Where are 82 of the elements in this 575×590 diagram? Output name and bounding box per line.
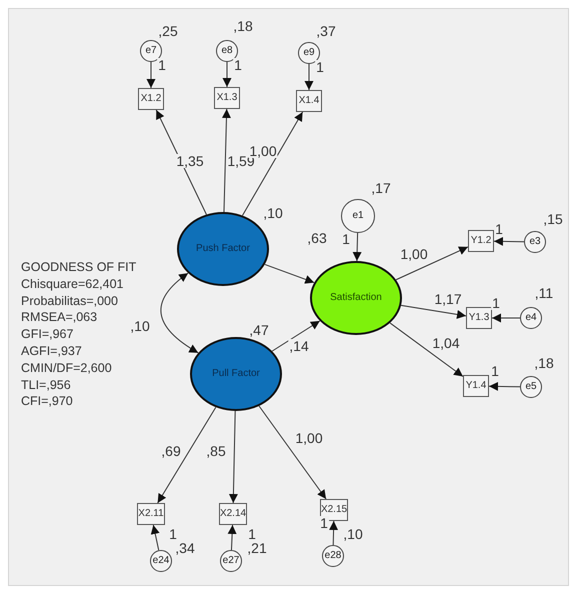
arrow (390, 322, 464, 377)
error-circle: e7 (140, 40, 162, 62)
arrow (400, 304, 466, 319)
edge-label: ,14 (288, 339, 310, 353)
arrow (258, 406, 327, 500)
arrow (329, 520, 338, 546)
edge-label: 1,35 (175, 154, 205, 168)
arrow (396, 246, 468, 280)
edge-label: ,69 (160, 444, 182, 458)
variance-value: ,47 (249, 323, 269, 337)
edge-label: 1 (157, 58, 167, 72)
error-circle: e5 (520, 376, 542, 398)
edge-label: 1 (341, 232, 351, 246)
arrow (157, 406, 216, 504)
edge-label: 1,00 (248, 144, 278, 158)
fit-statistic: GOODNESS OF FIT (21, 259, 136, 276)
arrow (494, 236, 524, 246)
variance-value: ,10 (343, 527, 363, 541)
edge-label: 1 (247, 527, 257, 541)
variance-value: ,21 (247, 541, 267, 555)
fit-statistic: AGFI=,937 (21, 342, 83, 360)
indicator-box: X1.4 (296, 90, 322, 112)
edge-label: ,85 (205, 444, 227, 458)
edge-label: 1 (315, 60, 325, 74)
error-circle: e24 (150, 550, 172, 572)
error-circle: e28 (322, 545, 344, 567)
variance-value: ,11 (534, 286, 554, 300)
edge-label: 1,17 (433, 292, 463, 306)
variance-value: ,17 (371, 181, 391, 195)
fit-statistic: Probabilitas=,000 (21, 292, 119, 310)
arrow (228, 410, 238, 504)
latent-ellipse: Satisfaction (310, 261, 402, 335)
error-circle: e27 (220, 550, 242, 572)
indicator-box: X2.11 (137, 503, 165, 525)
arrow (150, 524, 160, 551)
edge-label: 1 (490, 364, 500, 378)
arrow (488, 382, 520, 391)
error-circle: e3 (524, 231, 546, 253)
indicator-box: Y1.3 (466, 307, 492, 329)
fit-statistic: TLI=,956 (21, 376, 72, 394)
arrow (304, 64, 314, 90)
variance-value: ,15 (543, 212, 563, 226)
arrow (492, 314, 520, 322)
arrow (228, 524, 237, 550)
edge-label: 1 (233, 58, 243, 72)
edge-label: ,10 (129, 319, 151, 333)
indicator-box: Y1.2 (468, 230, 494, 252)
arrow (264, 264, 315, 284)
edge-label: 1 (494, 222, 504, 236)
variance-value: ,25 (158, 24, 178, 38)
arrow (242, 112, 304, 216)
variance-value: ,18 (233, 19, 253, 33)
edge-label: 1,00 (294, 431, 324, 445)
variance-value: ,34 (175, 541, 195, 555)
edge-label: ,63 (306, 231, 328, 245)
fit-statistic: GFI=,967 (21, 326, 74, 343)
error-circle: e1 (341, 199, 375, 233)
edge-label: 1 (168, 527, 178, 541)
arrow (146, 62, 156, 88)
indicator-box: X1.3 (214, 87, 240, 109)
error-circle: e9 (298, 42, 320, 64)
error-circle: e4 (520, 307, 542, 329)
fit-statistic: Chisquare=62,401 (21, 276, 125, 293)
fit-statistic: RMSEA=,063 (21, 309, 98, 326)
arrow (352, 232, 362, 262)
arrow (222, 62, 232, 88)
variance-value: ,18 (534, 356, 554, 370)
fit-statistic: CFI=,970 (21, 393, 74, 410)
indicator-box: X1.2 (138, 88, 164, 110)
indicator-box: X2.14 (219, 503, 247, 525)
arrow (222, 108, 231, 212)
edge-label: 1,04 (431, 336, 461, 350)
edge-label: 1,00 (399, 247, 429, 261)
indicator-box: Y1.4 (463, 375, 489, 397)
fit-statistic: CMIN/DF=2,600 (21, 360, 113, 377)
latent-ellipse: Pull Factor (190, 337, 282, 411)
error-circle: e8 (216, 40, 238, 62)
edge-label: 1 (491, 296, 501, 310)
variance-value: ,37 (316, 24, 336, 38)
curved-arrow (160, 272, 199, 354)
arrow (272, 320, 320, 352)
edge-label: 1 (319, 516, 329, 530)
